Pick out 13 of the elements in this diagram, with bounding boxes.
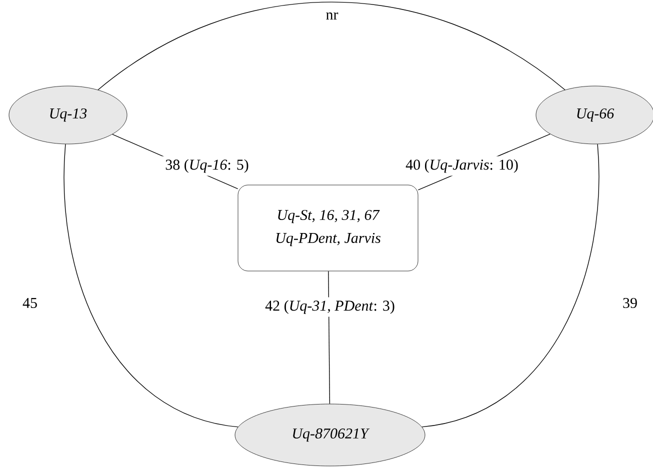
ellipse-node: Uq-66 — [536, 86, 653, 144]
edge-label: 38 (Uq-16: 5) — [162, 156, 252, 176]
edge-label: 40 (Uq-Jarvis: 10) — [402, 156, 522, 176]
edge-label: 42 (Uq-31, PDent: 3) — [262, 297, 398, 317]
connector-line — [64, 144, 238, 428]
connector-line — [422, 144, 600, 428]
rounded-box: Uq-St, 16, 31, 67 Uq-PDent, Jarvis — [238, 184, 418, 272]
ellipse-node: Uq-13 — [8, 86, 128, 144]
ellipse-node: Uq-870621Y — [234, 404, 426, 466]
edge-label: 45 — [20, 295, 40, 312]
edge-label: 39 — [620, 294, 640, 312]
connector-line — [98, 2, 566, 90]
edge-label: nr — [322, 9, 342, 23]
